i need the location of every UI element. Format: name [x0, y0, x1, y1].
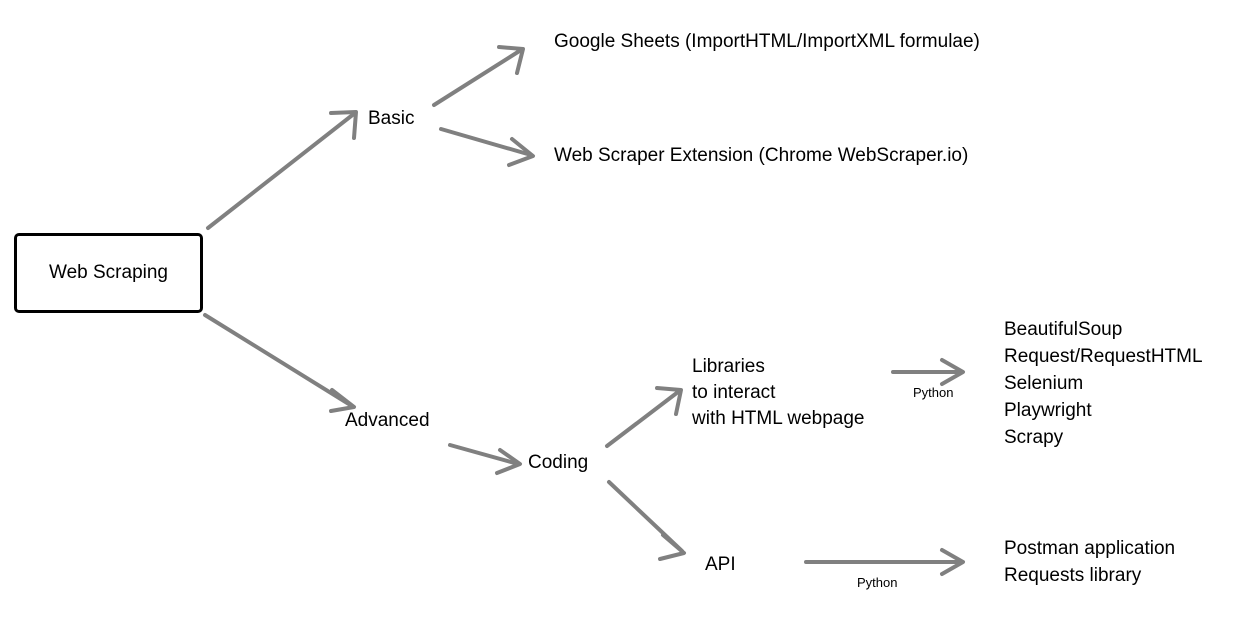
edge-root-to-advanced: [203, 313, 356, 413]
edge-label-python-api: Python: [857, 575, 898, 590]
edge-basic-to-web-scraper-extension: [439, 127, 535, 167]
edge-root-to-basic: [206, 110, 358, 230]
list-item: Scrapy: [1004, 427, 1064, 448]
leaf-list-api-tools: Postman application Requests library: [1004, 535, 1175, 589]
node-advanced[interactable]: Advanced: [345, 410, 430, 431]
edge-libraries-to-python-list: [891, 358, 965, 386]
edge-coding-to-api: [607, 480, 686, 561]
list-item: Request/RequestHTML: [1004, 346, 1203, 367]
list-item: Playwright: [1004, 400, 1092, 421]
node-basic[interactable]: Basic: [368, 108, 415, 129]
list-item: Selenium: [1004, 373, 1084, 394]
edge-coding-to-libraries: [605, 386, 683, 448]
edge-api-to-api-tools: [804, 548, 965, 576]
list-item: BeautifulSoup: [1004, 319, 1123, 340]
edge-basic-to-google-sheets: [432, 45, 525, 107]
node-libraries[interactable]: Libraries to interact with HTML webpage: [692, 356, 865, 429]
edge-label-python-libraries: Python: [913, 385, 954, 400]
node-coding[interactable]: Coding: [528, 452, 589, 473]
root-node-label: Web Scraping: [49, 262, 168, 283]
list-item: Requests library: [1004, 565, 1142, 586]
leaf-web-scraper-extension: Web Scraper Extension (Chrome WebScraper…: [554, 145, 969, 166]
node-api[interactable]: API: [705, 554, 736, 575]
list-item: Postman application: [1004, 538, 1176, 559]
root-node-web-scraping[interactable]: Web Scraping: [14, 233, 203, 313]
edge-advanced-to-coding: [448, 443, 522, 475]
leaf-list-python-libraries: BeautifulSoup Request/RequestHTML Seleni…: [1004, 316, 1203, 451]
leaf-google-sheets: Google Sheets (ImportHTML/ImportXML form…: [554, 31, 980, 52]
